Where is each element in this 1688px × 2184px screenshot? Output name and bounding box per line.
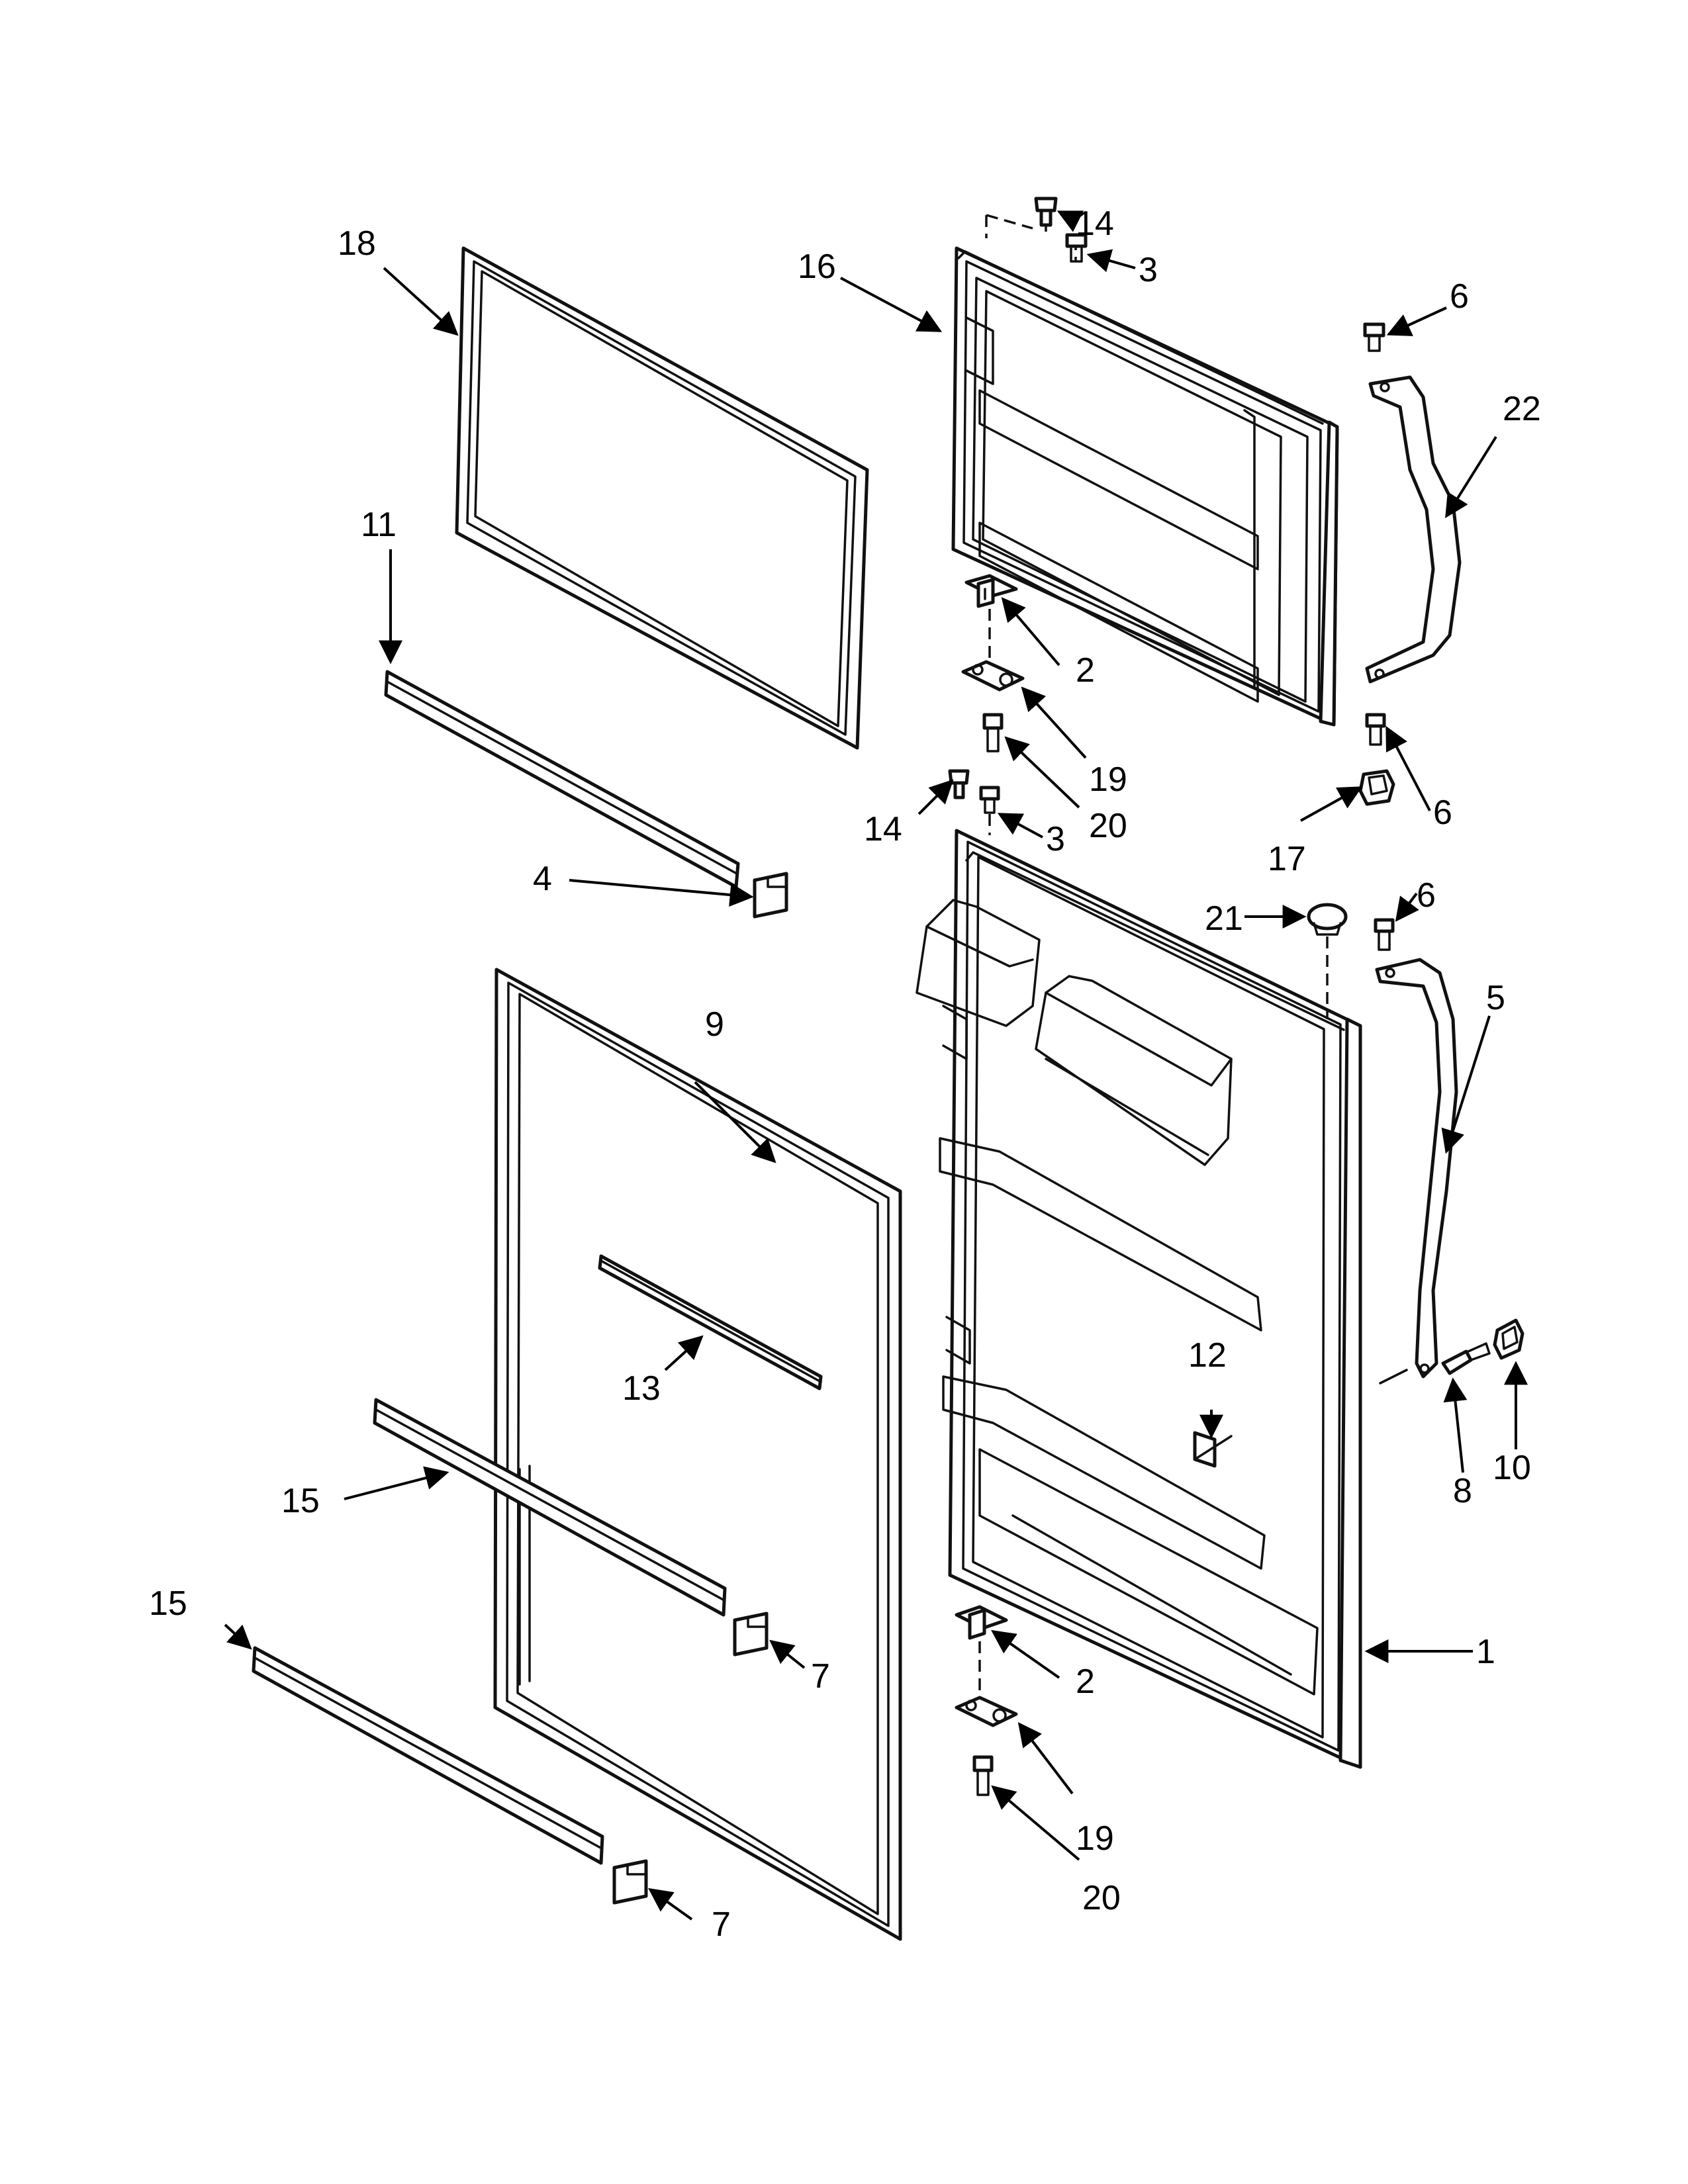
callout-22: 22 <box>1503 390 1541 428</box>
callout-10: 10 <box>1493 1449 1531 1487</box>
callout-1: 1 <box>1476 1633 1495 1671</box>
fresh-food-hinge-screw <box>972 1755 994 1796</box>
hinge-hole-plug <box>1307 903 1348 1019</box>
callout-12: 12 <box>1188 1336 1227 1375</box>
callout-11: 11 <box>361 506 397 544</box>
callout-20-upper: 20 <box>1089 807 1127 845</box>
callout-6-middle: 6 <box>1433 794 1452 832</box>
handle-shoulder-screw <box>1441 1342 1491 1375</box>
freezer-door-gasket <box>455 246 869 750</box>
freezer-hinge-plate <box>961 609 1025 692</box>
callout-4: 4 <box>533 860 552 898</box>
fresh-food-door-handle <box>1375 958 1458 1385</box>
upper-end-cap <box>733 1612 769 1657</box>
callout-14-lower: 14 <box>864 810 902 848</box>
callout-3-upper: 3 <box>1139 251 1158 289</box>
callout-6-lower: 6 <box>1417 876 1436 915</box>
callout-19-upper: 19 <box>1089 760 1127 799</box>
freezer-door-handle <box>1365 375 1462 684</box>
callout-6-top: 6 <box>1450 277 1469 316</box>
callout-2-upper: 2 <box>1076 651 1095 690</box>
leader-lines <box>224 210 1528 1921</box>
callout-17: 17 <box>1268 840 1306 878</box>
callout-3-lower: 3 <box>1046 820 1065 858</box>
callout-19-lower: 19 <box>1076 1819 1114 1858</box>
fresh-food-hinge-plate <box>955 1696 1018 1727</box>
fresh-food-handle-screw <box>1374 918 1395 951</box>
callout-16: 16 <box>798 248 836 286</box>
callout-21: 21 <box>1205 899 1243 938</box>
center-hinge-screws <box>948 769 1000 835</box>
fresh-food-hinge-bracket <box>955 1605 1008 1694</box>
callout-2-lower: 2 <box>1076 1662 1095 1701</box>
freezer-bottom-hinge-bracket <box>964 574 1018 608</box>
freezer-handle-screw-bottom <box>1365 713 1386 746</box>
callout-5: 5 <box>1486 979 1505 1017</box>
fresh-food-door <box>915 829 1362 1769</box>
callout-13: 13 <box>622 1369 661 1408</box>
freezer-handle-screw-top <box>1363 322 1385 352</box>
callout-7-upper: 7 <box>811 1657 830 1696</box>
freezer-end-cap <box>753 872 788 919</box>
handle-end-cap <box>1493 1318 1524 1360</box>
callout-15-upper: 15 <box>281 1482 320 1520</box>
upper-door-trim-strip <box>373 1398 727 1617</box>
freezer-hinge-screw <box>982 713 1004 752</box>
lower-door-trim-strip <box>252 1646 604 1865</box>
callout-18: 18 <box>338 224 376 263</box>
freezer-door <box>951 246 1339 727</box>
callout-20-lower: 20 <box>1082 1879 1121 1917</box>
callout-7-lower: 7 <box>712 1905 731 1944</box>
callout-14-upper: 14 <box>1076 205 1114 243</box>
lower-end-cap <box>612 1859 648 1905</box>
callout-9: 9 <box>705 1005 724 1044</box>
callout-8: 8 <box>1453 1472 1472 1510</box>
callout-15-lower: 15 <box>149 1584 187 1623</box>
center-trim-strip <box>598 1254 823 1390</box>
freezer-trim-strip <box>384 670 740 889</box>
fresh-food-door-gasket <box>493 968 902 1941</box>
freezer-top-hinge-hardware <box>985 197 1088 263</box>
handle-nut <box>1358 769 1395 806</box>
callout-labels: 1 2 2 3 3 4 5 6 6 6 7 7 8 9 10 11 12 13 … <box>149 205 1541 1944</box>
